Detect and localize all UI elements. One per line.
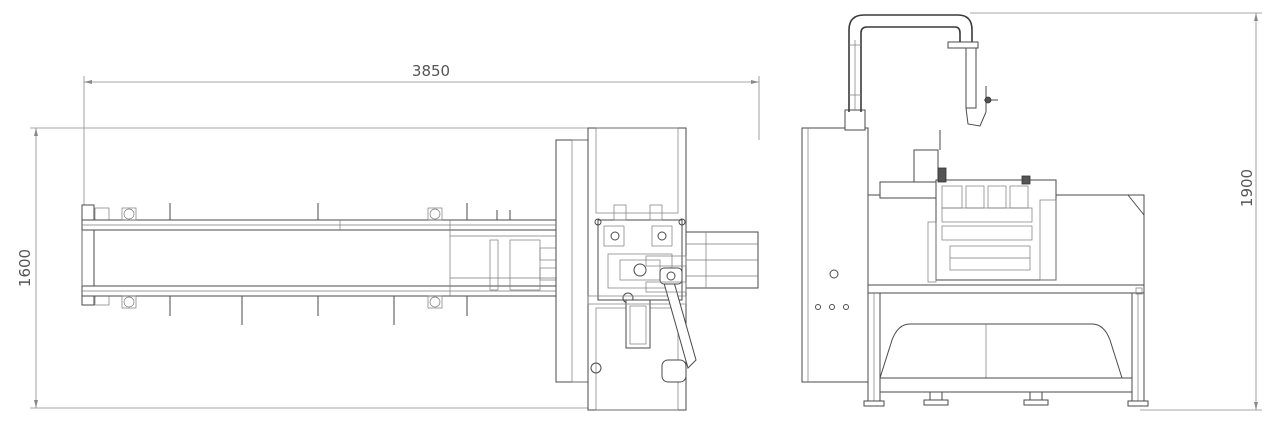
dimension-width: 1600 bbox=[16, 127, 590, 409]
width-label: 1600 bbox=[16, 249, 34, 287]
length-label: 3850 bbox=[412, 62, 450, 80]
dimension-length: 3850 bbox=[83, 62, 760, 205]
dimension-height: 1900 bbox=[970, 12, 1262, 411]
height-label: 1900 bbox=[1238, 169, 1256, 207]
top-view bbox=[81, 127, 759, 411]
side-view bbox=[801, 14, 1149, 407]
